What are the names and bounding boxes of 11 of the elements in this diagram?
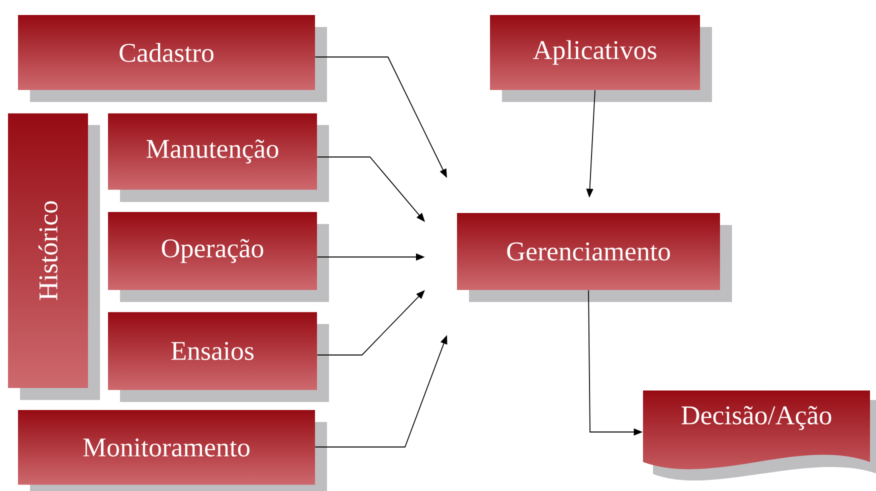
arrow <box>316 290 425 356</box>
process-box: Cadastro <box>18 15 327 102</box>
process-box: Monitoramento <box>18 410 327 491</box>
process-box: Operação <box>108 212 329 302</box>
process-box: Aplicativos <box>490 15 712 102</box>
vertical-band: Histórico <box>8 113 100 400</box>
document-box: Decisão/Ação <box>643 390 876 480</box>
process-box: Manutenção <box>108 113 329 202</box>
process-box: Gerenciamento <box>457 213 732 302</box>
process-box: Ensaios <box>108 312 329 402</box>
arrow <box>316 156 425 222</box>
